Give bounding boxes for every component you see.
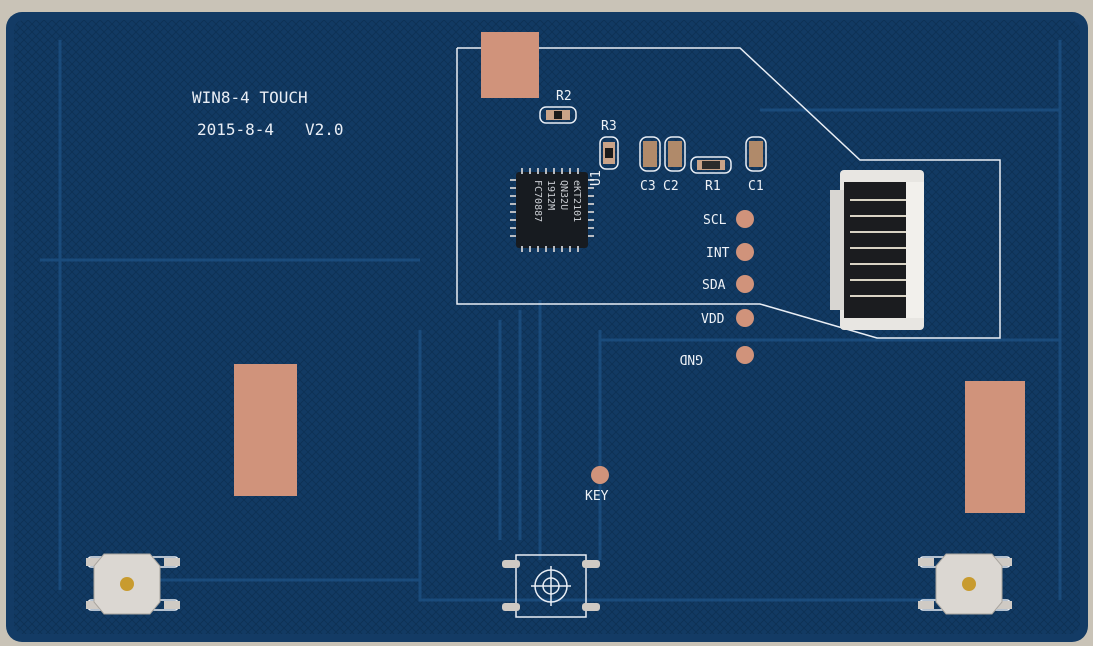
label-c1: C1 (748, 179, 764, 194)
board-version: V2.0 (305, 120, 344, 139)
label-vdd: VDD (701, 312, 725, 327)
chip-line-2: QN32U (558, 180, 569, 210)
copper-pad-top (481, 32, 539, 98)
board-title: WIN8-4 TOUCH (192, 88, 308, 107)
board-date: 2015-8-4 (197, 120, 274, 139)
pad-sda (736, 275, 754, 293)
pad-scl (736, 210, 754, 228)
label-scl: SCL (703, 213, 727, 228)
test-pads (591, 210, 754, 484)
label-c3: C3 (640, 179, 656, 194)
copper-pad-left (234, 364, 297, 496)
label-r2: R2 (556, 89, 572, 104)
pad-int (736, 243, 754, 261)
label-r3: R3 (601, 119, 617, 134)
pad-key (591, 466, 609, 484)
switch-footprint-center (502, 554, 600, 618)
label-key: KEY (585, 489, 609, 504)
connector-outline (456, 47, 1001, 339)
label-c2: C2 (663, 179, 679, 194)
resistor-r2 (539, 106, 577, 124)
resistor-r3 (599, 136, 619, 170)
chip-line-3: 1912M (545, 180, 556, 210)
copper-pad-right (965, 381, 1025, 513)
tactile-switch-left (86, 553, 180, 615)
capacitor-c1 (745, 136, 767, 172)
capacitor-c3 (639, 136, 661, 172)
tactile-switch-right (918, 553, 1012, 615)
resistor-r1 (690, 156, 732, 174)
chip-line-1: eKT2101 (571, 180, 582, 222)
label-gnd: GND (679, 351, 703, 366)
label-int: INT (706, 246, 730, 261)
chip-line-4: FC70887 (532, 180, 543, 222)
label-r1: R1 (705, 179, 721, 194)
pad-gnd (736, 346, 754, 364)
chip-ref-label: U1 (589, 170, 604, 186)
label-sda: SDA (702, 278, 726, 293)
pad-vdd (736, 309, 754, 327)
traces (40, 40, 1062, 602)
fpc-connector (830, 170, 924, 330)
capacitor-c2 (664, 136, 686, 172)
ic-chip: eKT2101 QN32U 1912M FC70887 (510, 168, 594, 252)
